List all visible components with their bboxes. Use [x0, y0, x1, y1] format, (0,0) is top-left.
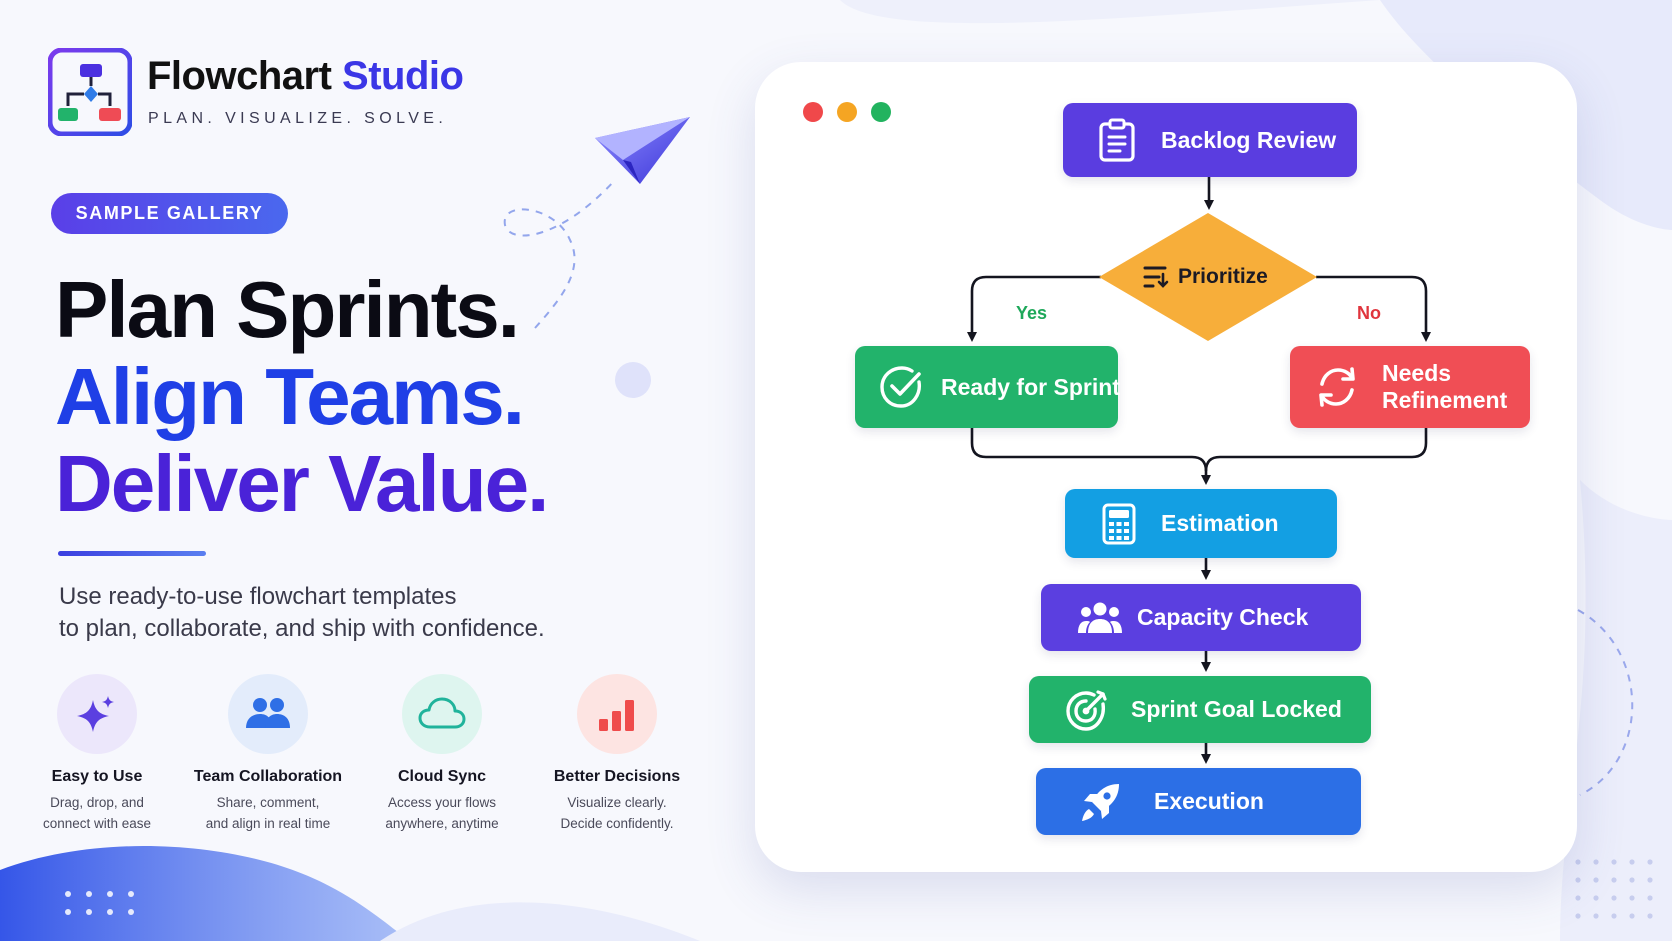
dot-grid-decoration — [65, 891, 134, 915]
connector-no — [1316, 275, 1431, 342]
node-prioritize[interactable]: Prioritize — [1140, 259, 1280, 295]
window-close-dot[interactable] — [803, 102, 823, 122]
feature-better-decisions: Better Decisions Visualize clearly. Deci… — [527, 674, 707, 834]
intro-text-line-1: Use ready-to-use flowchart templates — [59, 583, 457, 610]
intro-text: Use ready-to-use flowchart templates to … — [59, 581, 545, 645]
brand-name-accent: Studio — [342, 54, 464, 98]
priority-icon — [1140, 264, 1170, 290]
node-estimation[interactable]: Estimation — [1065, 489, 1337, 558]
node-label: Estimation — [1161, 510, 1279, 536]
sparkle-icon — [77, 696, 114, 732]
node-label: Backlog Review — [1161, 126, 1337, 153]
headline-underline — [58, 551, 206, 556]
brand-name: Flowchart Studio — [147, 54, 464, 98]
feature-title: Easy to Use — [51, 768, 143, 785]
feature-icon-circle — [228, 674, 308, 754]
connector-yes — [967, 275, 1101, 342]
window-maximize-dot[interactable] — [871, 102, 891, 122]
feature-easy-to-use: Easy to Use Drag, drop, and connect with… — [7, 674, 187, 834]
headline-line-3: Deliver Value. — [55, 439, 549, 528]
node-backlog-review[interactable]: Backlog Review — [1063, 103, 1357, 177]
target-icon — [1063, 687, 1113, 733]
no-label: No — [1357, 303, 1381, 323]
node-label: Needs Refinement — [1382, 360, 1508, 413]
yes-label: Yes — [1016, 303, 1048, 323]
feature-title: Cloud Sync — [397, 768, 486, 785]
node-ready-for-sprint[interactable]: Ready for Sprint — [855, 346, 1120, 428]
node-label: Ready for Sprint — [941, 373, 1120, 400]
rocket-icon — [1076, 780, 1126, 824]
people-icon — [1075, 601, 1125, 635]
node-execution[interactable]: Execution — [1036, 768, 1361, 835]
connector-ready-merge — [970, 428, 1208, 472]
node-sprint-goal-locked[interactable]: Sprint Goal Locked — [1029, 676, 1371, 743]
brand-tagline: PLAN. VISUALIZE. SOLVE. — [148, 110, 448, 127]
feature-icon-circle — [402, 674, 482, 754]
logo-icon — [48, 48, 132, 136]
refresh-icon — [1312, 364, 1362, 410]
feature-title: Better Decisions — [553, 768, 681, 785]
paper-plane-icon — [595, 117, 690, 184]
node-capacity-check[interactable]: Capacity Check — [1041, 584, 1361, 651]
node-needs-refinement[interactable]: Needs Refinement — [1290, 346, 1530, 428]
team-icon — [246, 698, 290, 728]
connector-refine-merge — [1204, 428, 1428, 472]
node-label: Execution — [1154, 788, 1264, 814]
prioritize-diamond — [1099, 213, 1317, 341]
feature-description: Visualize clearly. Decide confidently. — [560, 795, 674, 831]
feature-team-collaboration: Team Collaboration Share, comment, and a… — [178, 674, 358, 834]
headline-line-1: Plan Sprints. — [55, 265, 520, 354]
cloud-icon — [418, 697, 466, 729]
feature-description: Drag, drop, and connect with ease — [42, 795, 152, 831]
chart-icon — [599, 700, 634, 731]
calculator-icon — [1099, 503, 1139, 545]
feature-description: Access your flows anywhere, anytime — [385, 795, 499, 831]
feature-icon-circle — [577, 674, 657, 754]
sample-gallery-badge[interactable]: SAMPLE GALLERY — [51, 193, 288, 234]
feature-icon-circle — [57, 674, 137, 754]
clipboard-icon — [1087, 118, 1147, 162]
feature-description: Share, comment, and align in real time — [205, 795, 331, 831]
intro-text-line-2: to plan, collaborate, and ship with conf… — [59, 615, 545, 642]
feature-title: Team Collaboration — [193, 768, 343, 785]
node-label: Capacity Check — [1137, 604, 1309, 630]
node-label: Prioritize — [1178, 265, 1268, 288]
check-circle-icon — [879, 364, 925, 410]
node-label: Sprint Goal Locked — [1131, 696, 1342, 722]
window-minimize-dot[interactable] — [837, 102, 857, 122]
headline-line-2: Align Teams. — [55, 352, 525, 441]
feature-cloud-sync: Cloud Sync Access your flows anywhere, a… — [352, 674, 532, 834]
